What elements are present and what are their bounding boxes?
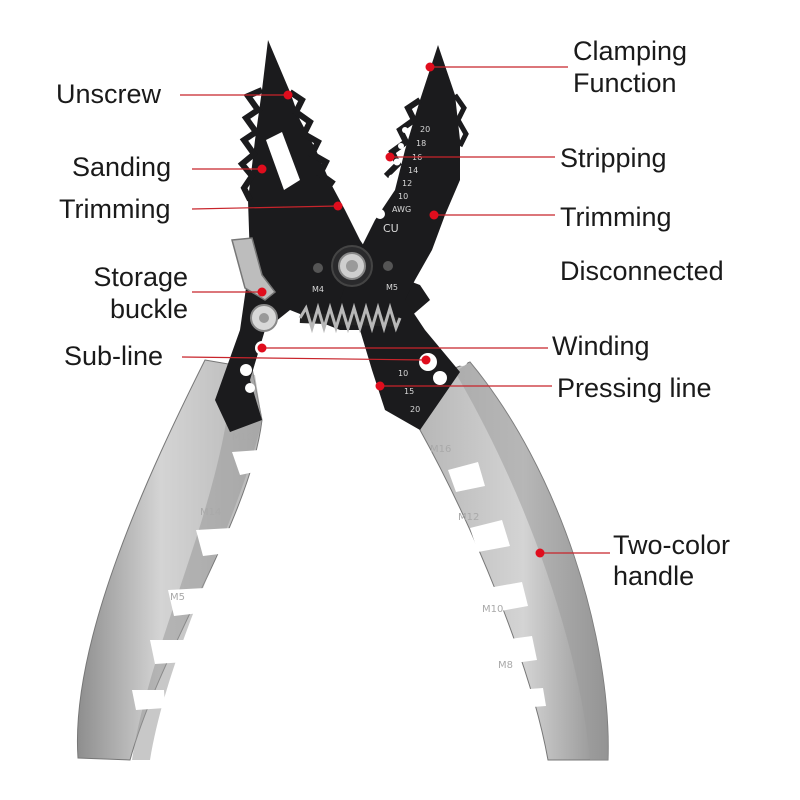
gauge-label: 20 xyxy=(420,125,430,134)
marker-dots xyxy=(257,62,545,558)
label-clamping-line1: Clamping xyxy=(573,36,688,66)
label-clamping-line2: Function xyxy=(573,68,677,98)
storage-buckle xyxy=(231,237,278,332)
marker-dot xyxy=(375,381,385,391)
label-storage-buckle-line1: Storage xyxy=(93,262,188,292)
label-sanding: Sanding xyxy=(72,152,172,182)
label-stripping: Stripping xyxy=(560,143,667,173)
label-winding: Winding xyxy=(552,331,650,361)
label-trimming-left: Trimming xyxy=(59,194,171,224)
gauge-label: 12 xyxy=(402,179,412,188)
gauge-label: 14 xyxy=(408,166,418,175)
label-trimming-right: Trimming xyxy=(560,202,672,232)
marker-dot xyxy=(257,343,267,353)
marker-dot xyxy=(385,152,395,162)
label-sub-line: Sub-line xyxy=(64,341,164,371)
right-handle xyxy=(419,361,609,761)
label-two-color-line1: Two-color xyxy=(613,530,731,560)
awg-label: AWG xyxy=(392,205,411,214)
marker-dot xyxy=(257,287,267,297)
handle-size-label: M10 xyxy=(482,604,503,615)
gauge-label: 20 xyxy=(410,405,420,414)
handle-size-label: M12 xyxy=(458,512,479,523)
marker-dot xyxy=(535,548,545,558)
right-jaw xyxy=(340,45,469,430)
marker-dot xyxy=(333,201,343,211)
marker-dot xyxy=(257,164,267,174)
m4-label: M4 xyxy=(312,285,324,294)
handle-markings: M16 M14 M5 M16 M12 M10 M8 xyxy=(170,432,513,671)
left-handle xyxy=(76,359,264,761)
m5-label: M5 xyxy=(386,283,398,292)
handle-size-label: M16 xyxy=(430,444,451,455)
marker-dot xyxy=(421,355,431,365)
marker-dot xyxy=(429,210,439,220)
gauge-label: 18 xyxy=(416,139,426,148)
label-disconnected: Disconnected xyxy=(560,256,724,286)
label-storage-buckle-line2: buckle xyxy=(109,294,188,324)
handle-size-label: M5 xyxy=(170,592,185,603)
handle-size-label: M14 xyxy=(200,507,221,518)
marker-dot xyxy=(425,62,435,72)
left-jaw xyxy=(215,40,430,432)
pivot-assembly xyxy=(298,245,402,334)
cu-label: CU xyxy=(383,222,399,235)
gauge-label: 10 xyxy=(398,369,408,378)
handle-size-label: M16 xyxy=(232,432,253,443)
label-unscrew: Unscrew xyxy=(56,79,162,109)
leader-lines xyxy=(180,66,610,554)
marker-dot xyxy=(283,90,293,100)
handle-size-label: M8 xyxy=(498,660,513,671)
gauge-label: 10 xyxy=(398,192,408,201)
label-two-color-line2: handle xyxy=(613,561,695,591)
gauge-label: 15 xyxy=(404,387,414,396)
label-pressing-line: Pressing line xyxy=(557,373,712,403)
